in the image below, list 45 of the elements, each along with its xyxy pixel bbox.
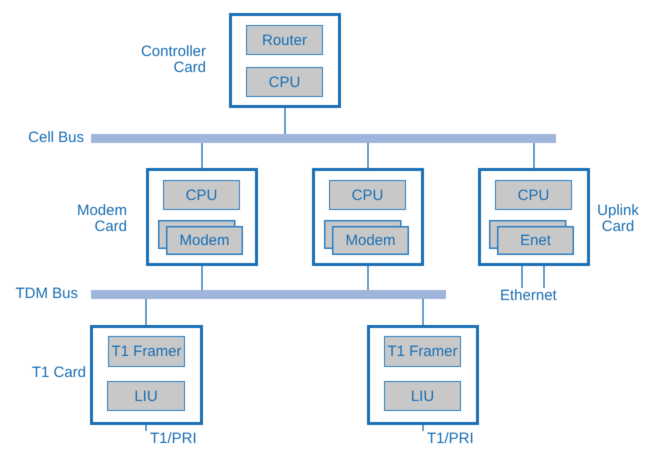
- card-label: Controller Card: [140, 44, 206, 76]
- stacked-component-box: [324, 220, 409, 255]
- component-label: CPU: [352, 186, 384, 204]
- card-box: [312, 168, 424, 266]
- stacked-component-box: [158, 220, 243, 255]
- component-label: CPU: [268, 74, 300, 90]
- component-box: [246, 67, 323, 97]
- connector-line: [201, 143, 203, 168]
- component-label: CPU: [518, 186, 550, 204]
- bus-label: TDM Bus: [14, 286, 78, 302]
- component-box: [384, 336, 461, 367]
- connector-line: [422, 299, 424, 325]
- component-label: Router: [262, 32, 308, 48]
- card-label: Uplink Card: [596, 203, 640, 235]
- component-label: Enet: [519, 231, 552, 251]
- component-box: [246, 25, 323, 55]
- connector-line: [201, 266, 203, 290]
- component-box: [384, 381, 461, 411]
- bus-label: Cell Bus: [27, 130, 84, 146]
- card-box: [367, 325, 479, 425]
- stacked-component-box: [489, 220, 574, 255]
- card-label: Modem Card: [76, 203, 127, 235]
- component-label: LIU: [410, 388, 434, 404]
- connector-line: [543, 266, 545, 288]
- component-label: CPU: [186, 186, 218, 204]
- component-label: T1 Framer: [111, 343, 182, 360]
- connector-line: [533, 143, 535, 168]
- card-label: T1 Card: [30, 365, 86, 381]
- component-box: [495, 180, 572, 210]
- port-label: Ethernet: [500, 288, 568, 306]
- component-box: [163, 180, 240, 210]
- port-label: T1/PRI: [150, 431, 210, 449]
- component-label: Modem: [344, 231, 397, 251]
- component-label: LIU: [134, 388, 158, 404]
- connector-line: [521, 266, 523, 288]
- component-label: T1 Framer: [387, 343, 458, 360]
- connector-line: [145, 299, 147, 325]
- connector-line: [367, 266, 369, 290]
- connector-line: [284, 108, 286, 134]
- component-label: Modem: [178, 231, 231, 251]
- port-label: T1/PRI: [427, 431, 487, 449]
- component-box: [108, 336, 185, 367]
- component-box: [329, 180, 406, 210]
- connector-line: [367, 143, 369, 168]
- component-box: [107, 381, 185, 411]
